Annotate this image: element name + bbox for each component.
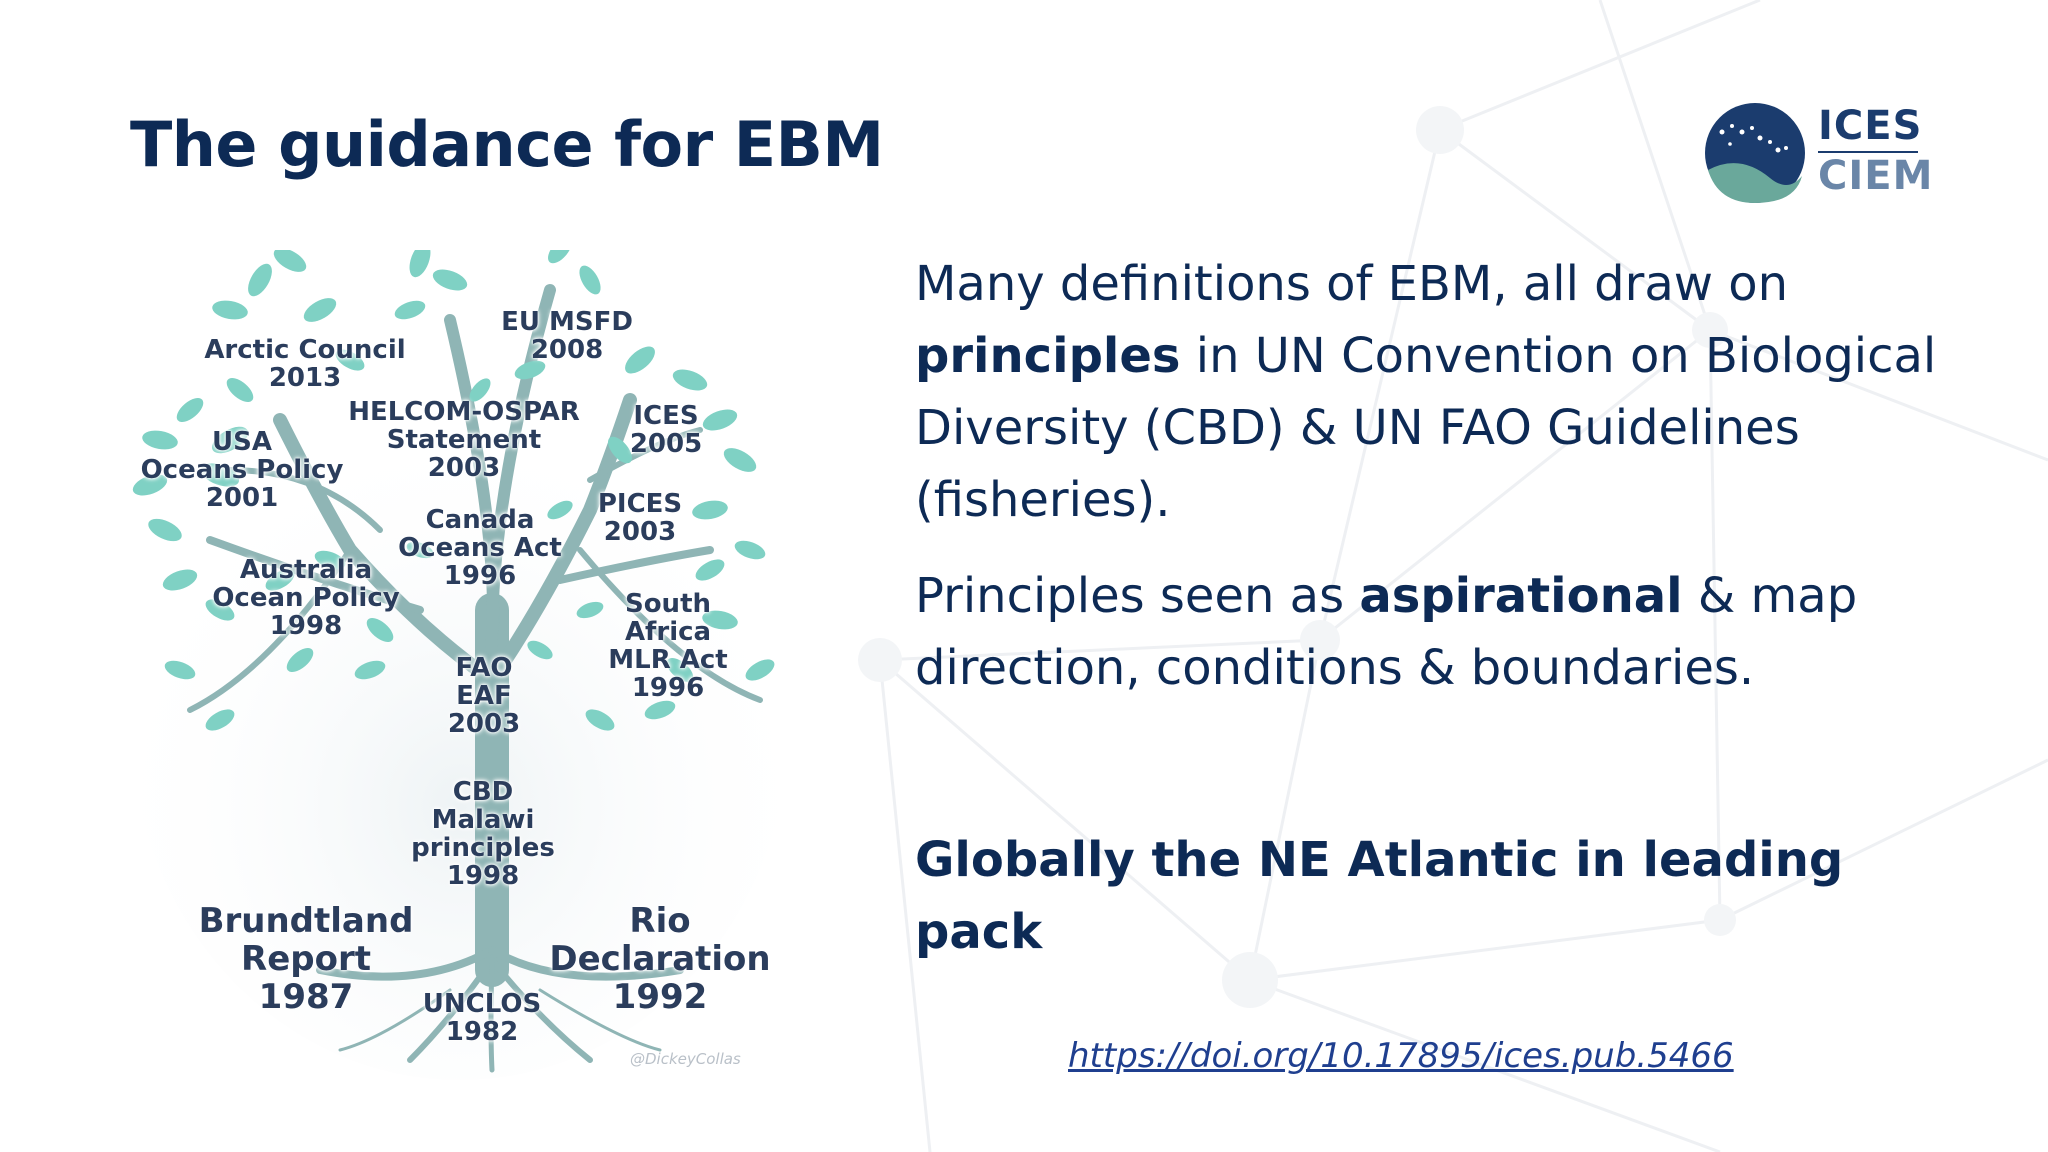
logo-ciem-text: CIEM: [1818, 153, 1934, 199]
paragraph-definitions-text-1: Many definitions of EBM, all draw on: [915, 256, 1789, 312]
tree-label-brundtland-report: Brundtland Report 1987: [198, 901, 414, 1017]
tree-label-eu-msfd: EU MSFD 2008: [501, 307, 633, 365]
paragraph-principles-bold: aspirational: [1359, 568, 1683, 624]
tree-label-fao-eaf: FAO EAF 2003: [447, 653, 521, 739]
tree-label-canada-oceans-act: Canada Oceans Act 1996: [398, 505, 562, 591]
paragraph-principles-text-1: Principles seen as: [915, 568, 1360, 624]
paragraph-definitions: Many definitions of EBM, all draw on prin…: [915, 248, 1975, 536]
tree-credit: @DickeyCollas: [630, 1050, 741, 1068]
tree-label-rio-declaration: Rio Declaration 1992: [549, 901, 771, 1017]
tree-label-south-africa: South Africa MLR Act 1996: [608, 589, 728, 703]
paragraph-principles: Principles seen as aspirational & map di…: [915, 560, 1975, 704]
ices-ciem-logo: ICES CIEM: [1700, 98, 1934, 208]
slide-title: The guidance for EBM: [130, 108, 884, 181]
tree-label-cbd-malawi: CBD Malawi principles 1998: [411, 777, 555, 891]
tree-label-unclos: UNCLOS 1982: [422, 989, 542, 1047]
tree-label-helcom-ospar: HELCOM-OSPAR Statement 2003: [348, 397, 580, 483]
paragraph-definitions-text-2: in UN Convention on Biological Diversity…: [915, 328, 1937, 528]
logo-emblem-icon: [1705, 103, 1805, 203]
logo-ices-text: ICES: [1818, 103, 1923, 149]
doi-link[interactable]: https://doi.org/10.17895/ices.pub.5466: [1068, 1036, 1734, 1076]
tree-label-pices: PICES 2003: [597, 489, 683, 547]
tree-label-ices: ICES 2005: [629, 401, 703, 459]
tree-label-usa-oceans-policy: USA Oceans Policy 2001: [140, 427, 344, 513]
tree-label-australia-ocean-policy: Australia Ocean Policy 1998: [212, 555, 400, 641]
tree-graphic: [130, 250, 790, 1080]
ebm-tree-illustration: Arctic Council 2013 EU MSFD 2008 HELCOM-…: [120, 250, 820, 1080]
logo-divider: [1818, 151, 1918, 153]
paragraph-definitions-bold: principles: [915, 328, 1181, 384]
tree-label-arctic-council: Arctic Council 2013: [204, 335, 406, 393]
paragraph-principles-text-2: & map direction, conditions & boundaries…: [915, 568, 1858, 696]
paragraph-ne-atlantic: Globally the NE Atlantic in leading pack: [915, 832, 1844, 960]
